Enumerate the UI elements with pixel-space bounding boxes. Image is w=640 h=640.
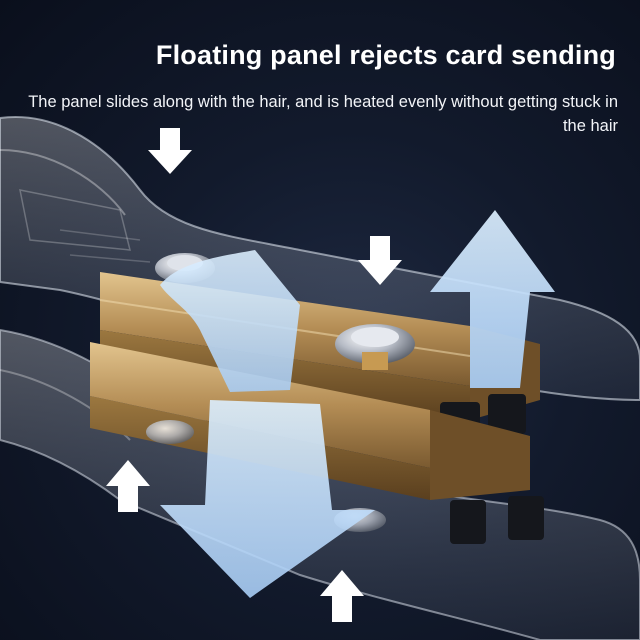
up-arrow-icon (106, 460, 150, 512)
up-arrow-icon (320, 570, 364, 622)
down-arrow-icon (358, 236, 402, 285)
plate-clip (450, 500, 486, 544)
plate-clip (508, 496, 544, 540)
airflow-arrow-icon (160, 400, 375, 598)
down-arrow-icon (148, 128, 192, 174)
airflow-arrow-icon (160, 250, 300, 392)
screw-icon (146, 420, 194, 444)
subtitle: The panel slides along with the hair, an… (28, 93, 618, 135)
plate-clip (488, 394, 526, 434)
headline: Floating panel rejects card sending (155, 40, 616, 70)
airflow-arrow-icon (430, 210, 555, 388)
screw-icon (335, 324, 415, 370)
